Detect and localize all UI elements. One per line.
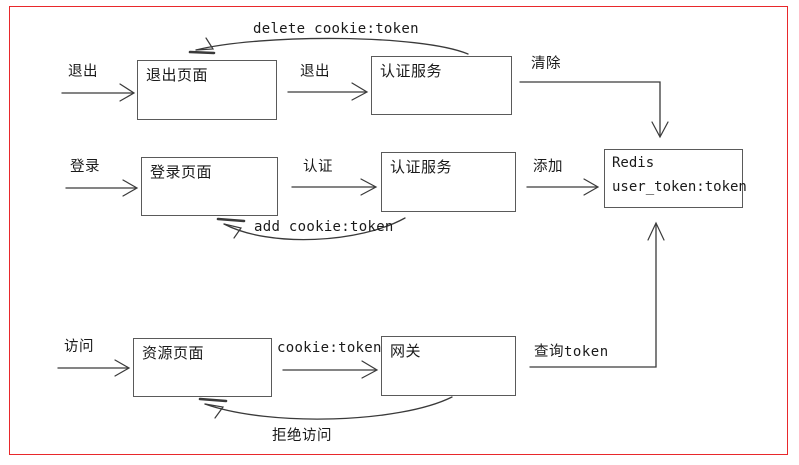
edge-label-login-entry: 登录 [70,159,100,175]
node-auth-service-top[interactable]: 认证服务 [371,56,512,115]
edge-label-add-redis: 添加 [533,159,563,175]
edge-label-query-token: 查询token [534,340,609,361]
edge-label-clear-redis: 清除 [531,56,561,72]
edge-label-delete-cookie: delete cookie:token [253,21,419,37]
node-login-page-label: 登录页面 [150,163,213,181]
edge-label-cookie-token: cookie:token [277,340,382,356]
node-auth-service-top-label: 认证服务 [380,62,443,80]
edge-label-add-cookie: add cookie:token [254,219,394,235]
node-logout-page[interactable]: 退出页面 [137,60,277,120]
edge-label-query-token-cn: 查询 [534,344,564,360]
node-redis-key: user_token:token [612,179,747,195]
node-login-page[interactable]: 登录页面 [141,157,278,216]
node-auth-service-middle-label: 认证服务 [390,158,453,176]
node-redis-title: Redis [612,155,655,171]
node-auth-service-middle[interactable]: 认证服务 [381,152,516,212]
edge-label-logout-to-auth: 退出 [300,64,330,80]
edge-label-logout-entry: 退出 [68,64,98,80]
edge-label-query-token-en: token [564,344,609,360]
node-gateway-label: 网关 [390,342,422,360]
diagram-border [9,6,788,455]
edge-label-login-to-auth: 认证 [303,159,333,175]
node-logout-page-label: 退出页面 [146,66,209,84]
node-resource-page[interactable]: 资源页面 [133,338,272,397]
edge-label-access-entry: 访问 [64,339,94,355]
node-resource-page-label: 资源页面 [142,344,205,362]
node-gateway[interactable]: 网关 [381,336,516,396]
edge-label-gateway-deny: 拒绝访问 [272,428,332,444]
node-redis[interactable]: Redis user_token:token [604,149,747,208]
